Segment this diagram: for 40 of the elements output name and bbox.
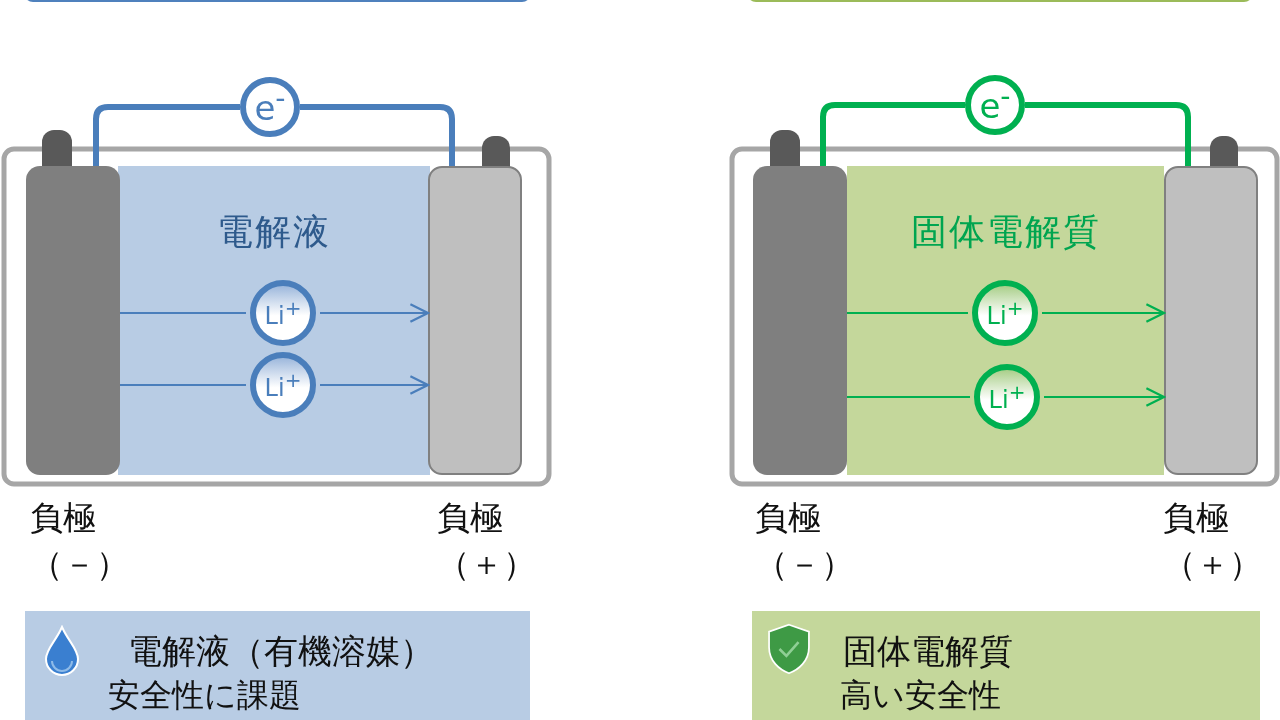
electrode [428, 166, 522, 475]
electrode [26, 166, 120, 475]
wire [820, 102, 965, 166]
electrode-label: 負極 [1163, 497, 1229, 539]
info-panel [752, 611, 1260, 720]
ion-circle: Li$^{+}$ [250, 352, 316, 418]
electrolyte-region [118, 166, 430, 475]
wire [93, 104, 240, 166]
panel-heading: 電解液（有機溶媒） [128, 630, 434, 673]
region-heading: 固体電解質 [909, 210, 1102, 254]
electrode-label: 負極 [437, 497, 503, 539]
electrode [1164, 166, 1258, 475]
arrow [319, 303, 430, 323]
electrode-label: （－） [30, 543, 129, 585]
electrode-label: （＋） [437, 543, 536, 585]
ion-circle: Li$^{+}$ [974, 364, 1040, 430]
flow-line [846, 396, 971, 398]
arrow [1041, 303, 1166, 323]
electrode-label: 負極 [30, 497, 96, 539]
info-panel [25, 611, 530, 720]
ion-circle: Li$^{+}$ [250, 280, 316, 346]
panel-text: 安全性に課題 [108, 675, 301, 716]
ion-circle: Li$^{+}$ [972, 280, 1038, 346]
electrode-label: 負極 [755, 497, 821, 539]
arrow [1043, 387, 1166, 407]
flow-line [846, 312, 969, 314]
electron-circle: e$^{-}$ [240, 77, 300, 137]
panel-heading: 固体電解質 [843, 630, 1013, 673]
arrow [319, 375, 430, 395]
flow-line [119, 312, 247, 314]
panel-text: 高い安全性 [840, 675, 1001, 716]
flow-line [119, 384, 247, 386]
wire [1025, 102, 1191, 166]
wire [300, 104, 455, 166]
region-heading: 電解液 [216, 210, 332, 254]
electrolyte-region [847, 166, 1164, 475]
electrode [753, 166, 847, 475]
electrode-label: （＋） [1163, 543, 1262, 585]
electron-circle: e$^{-}$ [965, 75, 1025, 135]
electrode-label: （－） [755, 543, 854, 585]
